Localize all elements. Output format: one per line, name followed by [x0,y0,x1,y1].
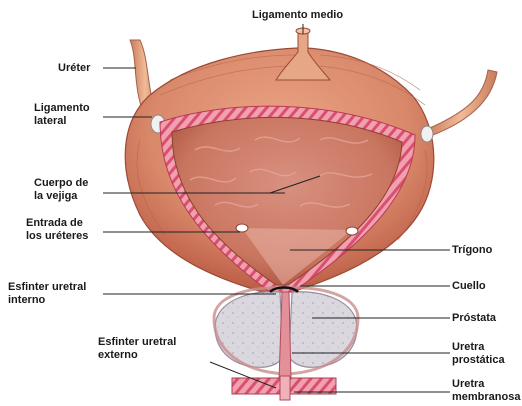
label-cuerpo-vejiga-line1: Cuerpo de [34,177,88,190]
ureter-orifice-left [236,224,248,232]
label-ligamento-lateral-line1: Ligamento [34,102,90,115]
membranous-urethra [280,376,290,400]
label-esfinter-interno-line1: Esfinter uretral [8,281,86,294]
label-esfinter-interno: Esfinter uretral interno [8,281,86,307]
label-uretra-membranosa-line1: Uretra [452,378,520,391]
label-trigono: Trígono [452,244,492,257]
label-cuerpo-vejiga-line2: la vejiga [34,190,88,203]
label-ligamento-lateral: Ligamento lateral [34,102,90,128]
label-esfinter-interno-line2: interno [8,294,86,307]
label-uretra-prostatica-line1: Uretra [452,341,505,354]
label-esfinter-externo-line2: externo [98,349,176,362]
label-uretra-membranosa: Uretra membranosa [452,378,520,404]
prostate-right-lobe [289,292,357,368]
label-ligamento-medio: Ligamento medio [252,9,343,22]
label-uretra-membranosa-line2: membranosa [452,391,520,404]
label-cuello: Cuello [452,280,486,293]
label-cuerpo-vejiga: Cuerpo de la vejiga [34,177,88,203]
ureter-right [425,70,497,138]
label-entrada-ureteres: Entrada de los uréteres [26,217,88,243]
label-ligamento-lateral-line2: lateral [34,115,90,128]
label-esfinter-externo-line1: Esfinter uretral [98,336,176,349]
label-uretra-prostatica-line2: prostática [452,354,505,367]
label-entrada-ureteres-line1: Entrada de [26,217,88,230]
label-entrada-ureteres-line2: los uréteres [26,230,88,243]
ureter-orifice-right [346,227,358,235]
prostate-left-lobe [215,292,283,368]
label-prostata: Próstata [452,312,496,325]
label-ureter: Uréter [58,62,90,75]
label-uretra-prostatica: Uretra prostática [452,341,505,367]
label-esfinter-externo: Esfinter uretral externo [98,336,176,362]
lateral-ligament-right [421,126,433,142]
